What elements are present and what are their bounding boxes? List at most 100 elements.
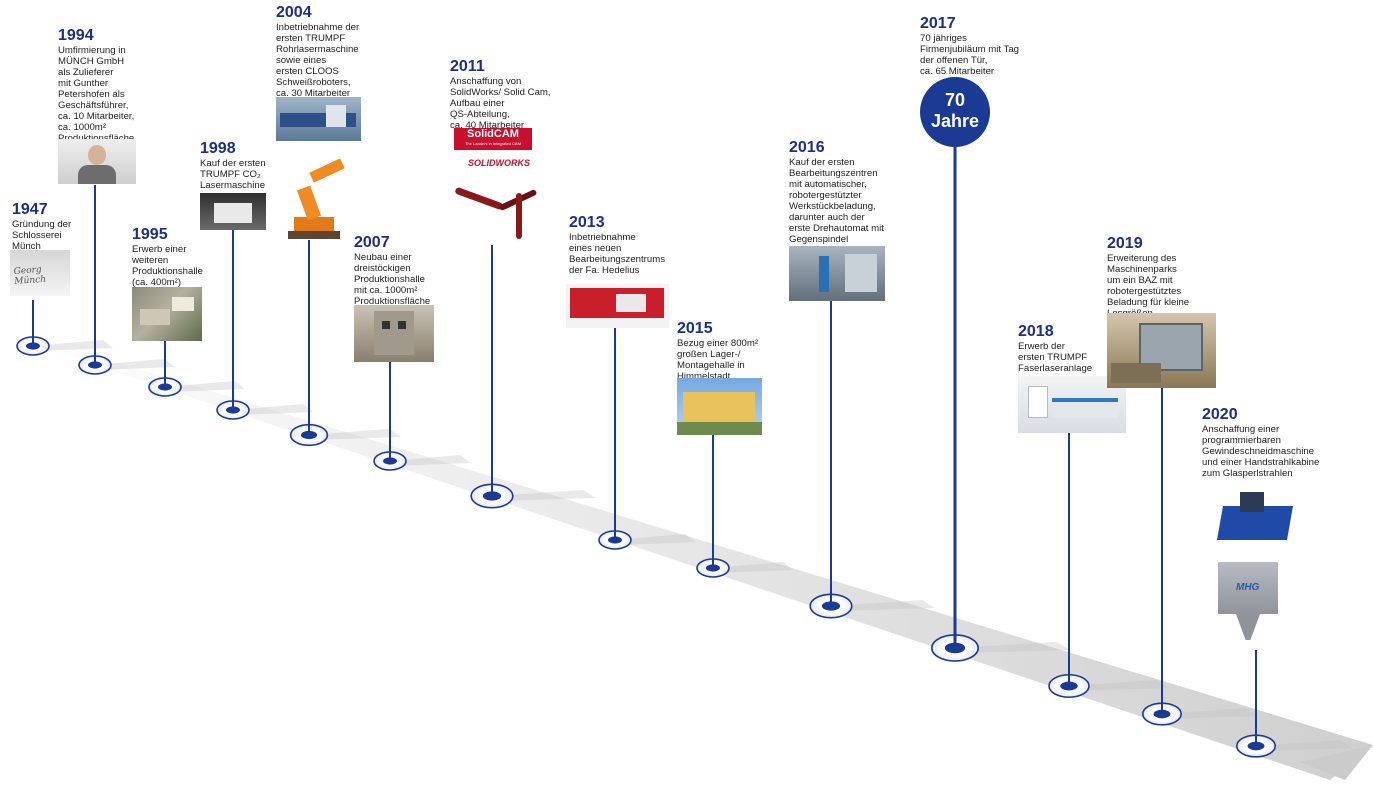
event-desc-line: Erwerb einer (132, 244, 187, 255)
laser-machine-photo (200, 193, 266, 230)
event-desc-line: Produktionsfläche (354, 296, 431, 307)
badge-number: 70 (944, 90, 966, 110)
event-desc-line: Erwerb der (1018, 341, 1065, 352)
timeline-road (20, 340, 1373, 780)
event-desc-line: Beladung für kleine (1107, 297, 1190, 308)
measuring-arm-photo (450, 175, 540, 245)
event-year: 1998 (200, 140, 236, 157)
machine-park-photo (1107, 313, 1216, 388)
aerial-hall-photo (132, 287, 202, 341)
solidworks-logo: SOLIDWORKS (468, 158, 530, 168)
event-desc-line: Münch (12, 241, 41, 252)
post-shadow-1998 (233, 404, 313, 415)
post-shadow-1994 (95, 359, 175, 370)
solidcam-logo: SolidCAM The Leaders in Integrated CAM (454, 128, 532, 150)
event-desc-line: Bearbeitungszentren (789, 168, 878, 179)
event-desc-line: Rohrlasermaschine (276, 44, 359, 55)
signature-text: Georg Münch (13, 265, 47, 287)
event-desc-line: robotergestützter (789, 190, 862, 201)
event-year: 2015 (677, 320, 713, 337)
event-desc-line: Erweiterung des (1107, 253, 1177, 264)
post-shadow-2013 (615, 534, 695, 545)
tube-laser-photo (276, 97, 361, 141)
post-shadow-2018 (1069, 680, 1169, 691)
event-desc-line: Neubau einer (354, 252, 412, 263)
event-desc-line: Gründung der (12, 219, 72, 230)
event-desc-line: Kauf der ersten (789, 157, 855, 168)
post-shadow-2019 (1162, 708, 1258, 719)
event-desc-line: MÜNCH GmbH (58, 56, 125, 67)
post-shadow-2007 (390, 455, 470, 466)
event-desc-line: Kauf der ersten (200, 158, 266, 169)
event-desc-line: dreistöckigen (354, 263, 411, 274)
event-desc-line: Aufbau einer (450, 98, 505, 109)
event-desc-line: Maschinenparks (1107, 264, 1177, 275)
event-desc-line: Werkstückbeladung, (789, 201, 876, 212)
event-year: 2011 (450, 58, 485, 75)
anniversary-badge: 70 Jahre (920, 77, 990, 147)
event-year: 2013 (569, 214, 605, 231)
event-desc-line: ersten TRUMPF (276, 33, 346, 44)
blasting-cabinet-photo: MHG (1214, 562, 1282, 650)
event-desc-line: Inbetriebnahme (569, 232, 636, 243)
event-desc-line: sowie eines (276, 55, 327, 66)
event-desc-line: robotergestütztes (1107, 286, 1182, 297)
production-hall-photo (354, 305, 434, 362)
event-desc-line: zum Glasperlstrahlen (1202, 468, 1293, 479)
event-desc-line: ersten CLOOS (276, 66, 339, 77)
event-desc-line: TRUMPF CO₂ (200, 169, 261, 180)
event-desc-line: Schlosserei (12, 230, 62, 241)
event-desc-line: großen Lager-/ (677, 349, 741, 360)
event-year: 1995 (132, 226, 168, 243)
event-desc-line: Himmelstadt (677, 371, 731, 382)
event-desc-line: SolidWorks/ Solid Cam, (450, 87, 551, 98)
event-desc-line: Produktionshalle (354, 274, 425, 285)
event-desc-line: ca. 10 Mitarbeiter, (58, 111, 135, 122)
welding-robot-photo (280, 147, 365, 240)
event-desc-line: programmierbaren (1202, 435, 1281, 446)
event-desc-line: Produktionshalle (132, 266, 203, 277)
event-desc-line: erste Drehautomat mit (789, 223, 884, 234)
event-desc-line: ca. 65 Mitarbeiter (920, 66, 995, 77)
post-shadow-2020 (1256, 740, 1352, 751)
event-desc-line: eines neuen (569, 243, 622, 254)
post-shadow-2015 (713, 562, 793, 573)
warehouse-photo (677, 378, 762, 435)
timeline-road-end (1300, 745, 1373, 780)
event-desc-line: ca. 40 Mitarbeiter (450, 120, 525, 131)
post-shadow-2017 (955, 642, 1071, 653)
mhg-label: MHG (1236, 582, 1260, 593)
event-desc-line: Anschaffung von (450, 76, 522, 87)
event-desc-line: mit automatischer, (789, 179, 867, 190)
portrait-photo (58, 139, 136, 184)
event-desc-line: Bearbeitungszentrums (569, 254, 665, 265)
event-desc-line: Geschäftsführer, (58, 100, 129, 111)
event-desc-line: und einer Handstrahlkabine (1202, 457, 1320, 468)
event-year: 2016 (789, 139, 825, 156)
event-desc-line: Anschaffung einer (1202, 424, 1280, 435)
event-desc-line: Bezug einer 800m² (677, 338, 759, 349)
event-year: 2020 (1202, 406, 1238, 423)
event-desc-line: QS-Abteilung, (450, 109, 510, 120)
event-desc-line: weiteren (132, 255, 169, 266)
machining-center-photo (566, 284, 669, 328)
event-desc-line: 70 jähriges (920, 33, 967, 44)
event-desc-line: Umfirmierung in (58, 45, 126, 56)
post-shadow-1995 (165, 381, 245, 392)
event-desc-line: darunter auch der (789, 212, 865, 223)
event-desc-line: Schweißroboters, (276, 77, 351, 88)
post-shadow-2016 (831, 600, 935, 611)
event-year: 1947 (12, 201, 48, 218)
event-desc-line: als Zulieferer (58, 67, 114, 78)
